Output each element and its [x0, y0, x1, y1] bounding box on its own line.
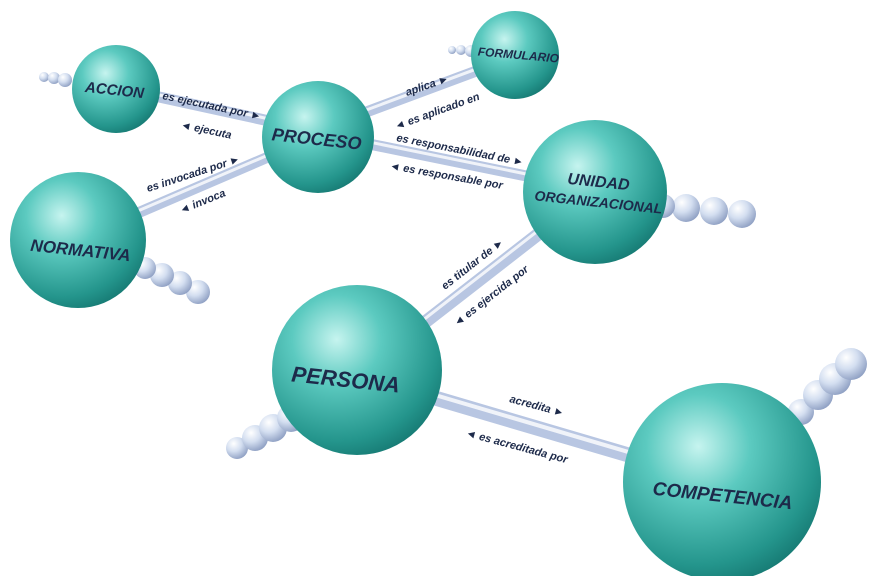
node-unidad-organizacional: UNIDAD ORGANIZACIONAL [523, 120, 667, 264]
label-ejecuta: ◄ ejecuta [179, 119, 232, 142]
beads-accion [39, 72, 72, 87]
node-accion: ACCION [72, 45, 160, 133]
node-accion-label: ACCION [83, 79, 146, 102]
bead-chains [39, 45, 867, 459]
node-formulario: FORMULARIO [471, 11, 560, 99]
node-normativa: NORMATIVA [10, 172, 146, 308]
beads-unidad [651, 194, 756, 228]
node-unidad-label-line1: UNIDAD [567, 171, 631, 194]
node-competencia: COMPETENCIA [623, 383, 821, 576]
beads-normativa [134, 257, 210, 304]
label-es-ejecutada-por: es ejecutada por ► [161, 90, 262, 123]
beads-competencia [788, 348, 867, 425]
node-proceso: PROCESO [262, 81, 374, 193]
node-persona: PERSONA [272, 285, 442, 455]
spheres: ACCION FORMULARIO PROCESO NORMATIVA UNID… [10, 11, 821, 576]
